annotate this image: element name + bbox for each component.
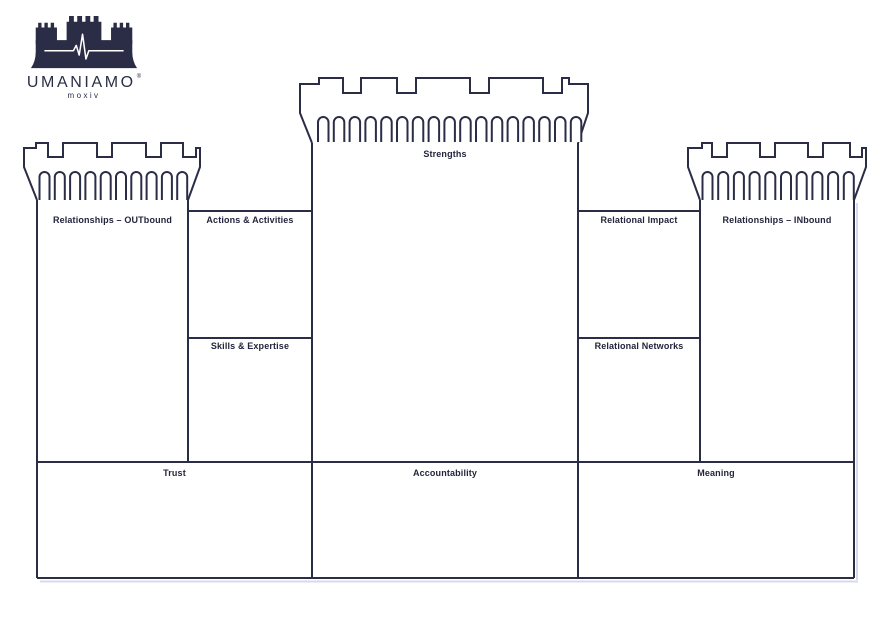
center-tower-battlement bbox=[299, 77, 589, 144]
center-tower-windows bbox=[317, 116, 583, 142]
registered-mark: ® bbox=[136, 74, 142, 80]
brand-name: UMANIAMO® bbox=[26, 74, 142, 91]
brand-subtitle: moxiv bbox=[67, 91, 101, 100]
shadow-lines bbox=[40, 203, 858, 583]
castle-logo-icon bbox=[30, 15, 138, 69]
left-tower-battlement bbox=[23, 142, 201, 201]
umaniamo-logo: UMANIAMO® moxiv bbox=[27, 13, 141, 100]
section-grid bbox=[36, 143, 855, 579]
brand-text: UMANIAMO bbox=[26, 74, 136, 91]
right-tower-battlement bbox=[687, 142, 867, 201]
right-tower-windows bbox=[701, 171, 855, 200]
left-tower-windows bbox=[38, 171, 189, 200]
